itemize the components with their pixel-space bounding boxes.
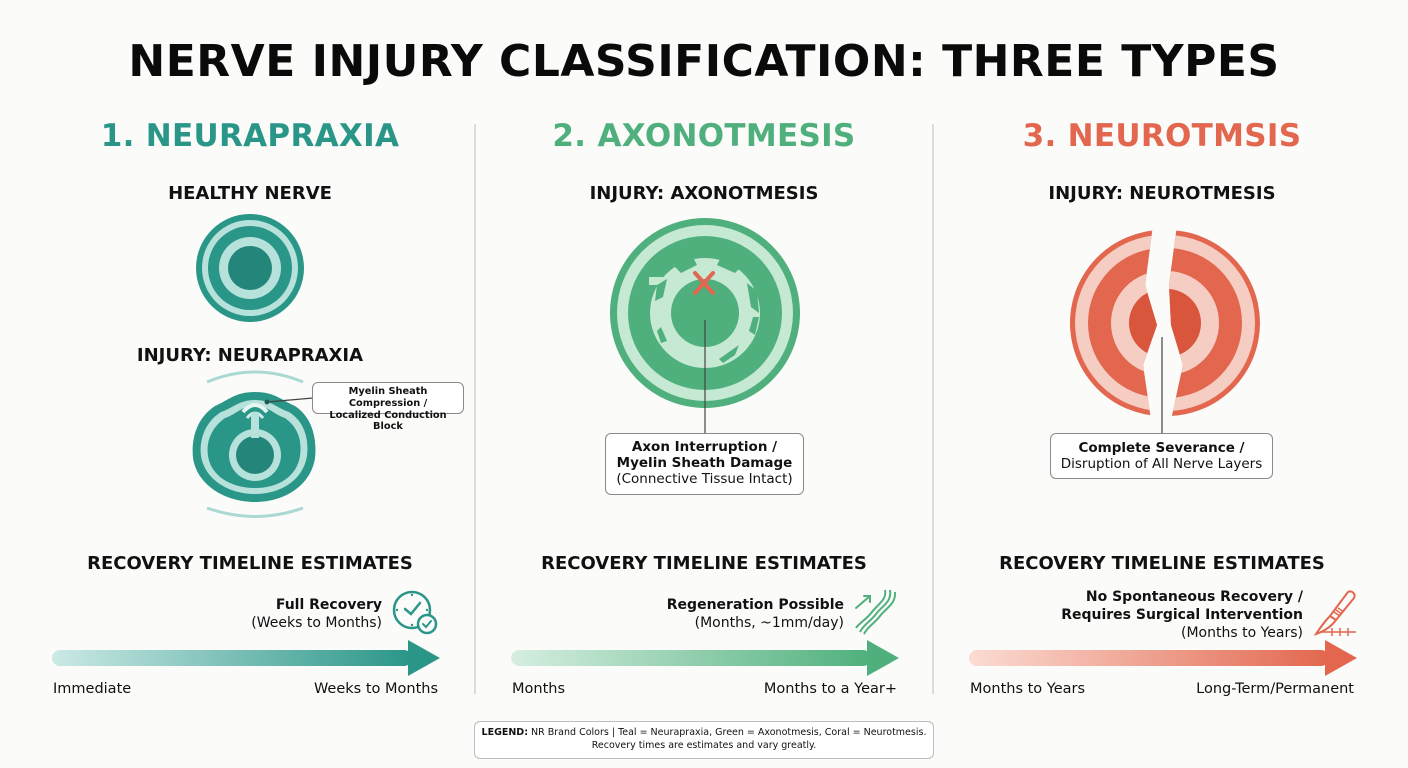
timeline-note-axonotmesis: Regeneration Possible (Months, ~1mm/day) [640, 596, 844, 632]
note-sub: (Months to Years) [1181, 625, 1303, 642]
column-divider-1 [474, 124, 476, 694]
timeline-heading-axonotmesis: RECOVERY TIMELINE ESTIMATES [541, 553, 867, 574]
injury-label-axonotmesis: INJURY: AXONOTMESIS [589, 183, 819, 204]
legend-text-1: NR Brand Colors | Teal = Neurapraxia, Gr… [531, 727, 927, 738]
callout-line-2: Myelin Sheath Damage [616, 455, 793, 472]
legend-line-1: LEGEND: NR Brand Colors | Teal = Neurapr… [475, 727, 933, 740]
timeline-heading-neurapraxia: RECOVERY TIMELINE ESTIMATES [87, 553, 413, 574]
timeline-heading-neurotmesis: RECOVERY TIMELINE ESTIMATES [999, 553, 1325, 574]
callout-line-1: Axon Interruption / [631, 439, 778, 455]
note-sub: (Weeks to Months) [251, 615, 382, 632]
column-divider-2 [932, 124, 934, 694]
timeline-arrow-neurotmesis [969, 640, 1357, 676]
timeline-arrow-neurapraxia [52, 640, 440, 676]
timeline-end-axonotmesis: Months to a Year+ [763, 681, 897, 697]
timeline-start-neurotmesis: Months to Years [970, 681, 1086, 697]
compressed-nerve-icon [192, 370, 316, 518]
column-title-neurapraxia: 1. NEURAPRAXIA [100, 118, 400, 154]
callout-axonotmesis: Axon Interruption / Myelin Sheath Damage… [605, 433, 804, 495]
scalpel-suture-icon [1313, 590, 1356, 636]
injury-label-neurapraxia: INJURY: NEURAPRAXIA [136, 345, 364, 366]
callout-line-1: Myelin Sheath Compression / [348, 386, 428, 409]
callout-line-2: Localized Conduction Block [329, 409, 447, 433]
severed-nerve-icon [1070, 230, 1260, 435]
note-bold: Full Recovery [275, 597, 382, 613]
legend-label: LEGEND: [481, 727, 528, 738]
column-title-neurotmesis: 3. NEUROTMSIS [1022, 118, 1302, 154]
page-title: NERVE INJURY CLASSIFICATION: THREE TYPES [128, 36, 1280, 87]
healthy-nerve-icon [196, 214, 304, 322]
timeline-note-neurotmesis: No Spontaneous Recovery / Requires Surgi… [1060, 588, 1303, 643]
injury-label-neurotmesis: INJURY: NEUROTMESIS [1048, 183, 1276, 204]
clock-check-icon [392, 590, 438, 635]
timeline-start-axonotmesis: Months [512, 681, 566, 697]
healthy-nerve-label: HEALTHY NERVE [168, 183, 332, 204]
axonotmesis-nerve-icon [610, 218, 800, 437]
column-title-axonotmesis: 2. AXONOTMESIS [552, 118, 856, 154]
nerve-regeneration-icon [855, 589, 897, 635]
callout-neurapraxia: Myelin Sheath Compression / Localized Co… [312, 382, 464, 432]
callout-line-1: Complete Severance / [1078, 440, 1245, 456]
timeline-end-neurotmesis: Long-Term/Permanent [1196, 681, 1354, 697]
timeline-note-neurapraxia: Full Recovery (Weeks to Months) [180, 596, 382, 632]
callout-neurotmesis: Complete Severance / Disruption of All N… [1050, 433, 1273, 479]
legend-line-2: Recovery times are estimates and vary gr… [591, 739, 817, 751]
note-bold-2: Requires Surgical Intervention [1061, 607, 1303, 624]
note-bold-1: No Spontaneous Recovery / [1085, 589, 1303, 605]
timeline-arrow-axonotmesis [511, 640, 899, 676]
callout-line-2: Disruption of All Nerve Layers [1060, 456, 1263, 473]
timeline-end-neurapraxia: Weeks to Months [313, 681, 438, 697]
note-bold: Regeneration Possible [666, 597, 844, 613]
timeline-start-neurapraxia: Immediate [53, 681, 132, 697]
note-sub: (Months, ~1mm/day) [694, 615, 844, 632]
legend-box: LEGEND: NR Brand Colors | Teal = Neurapr… [474, 721, 934, 759]
callout-line-3: (Connective Tissue Intact) [616, 471, 793, 488]
